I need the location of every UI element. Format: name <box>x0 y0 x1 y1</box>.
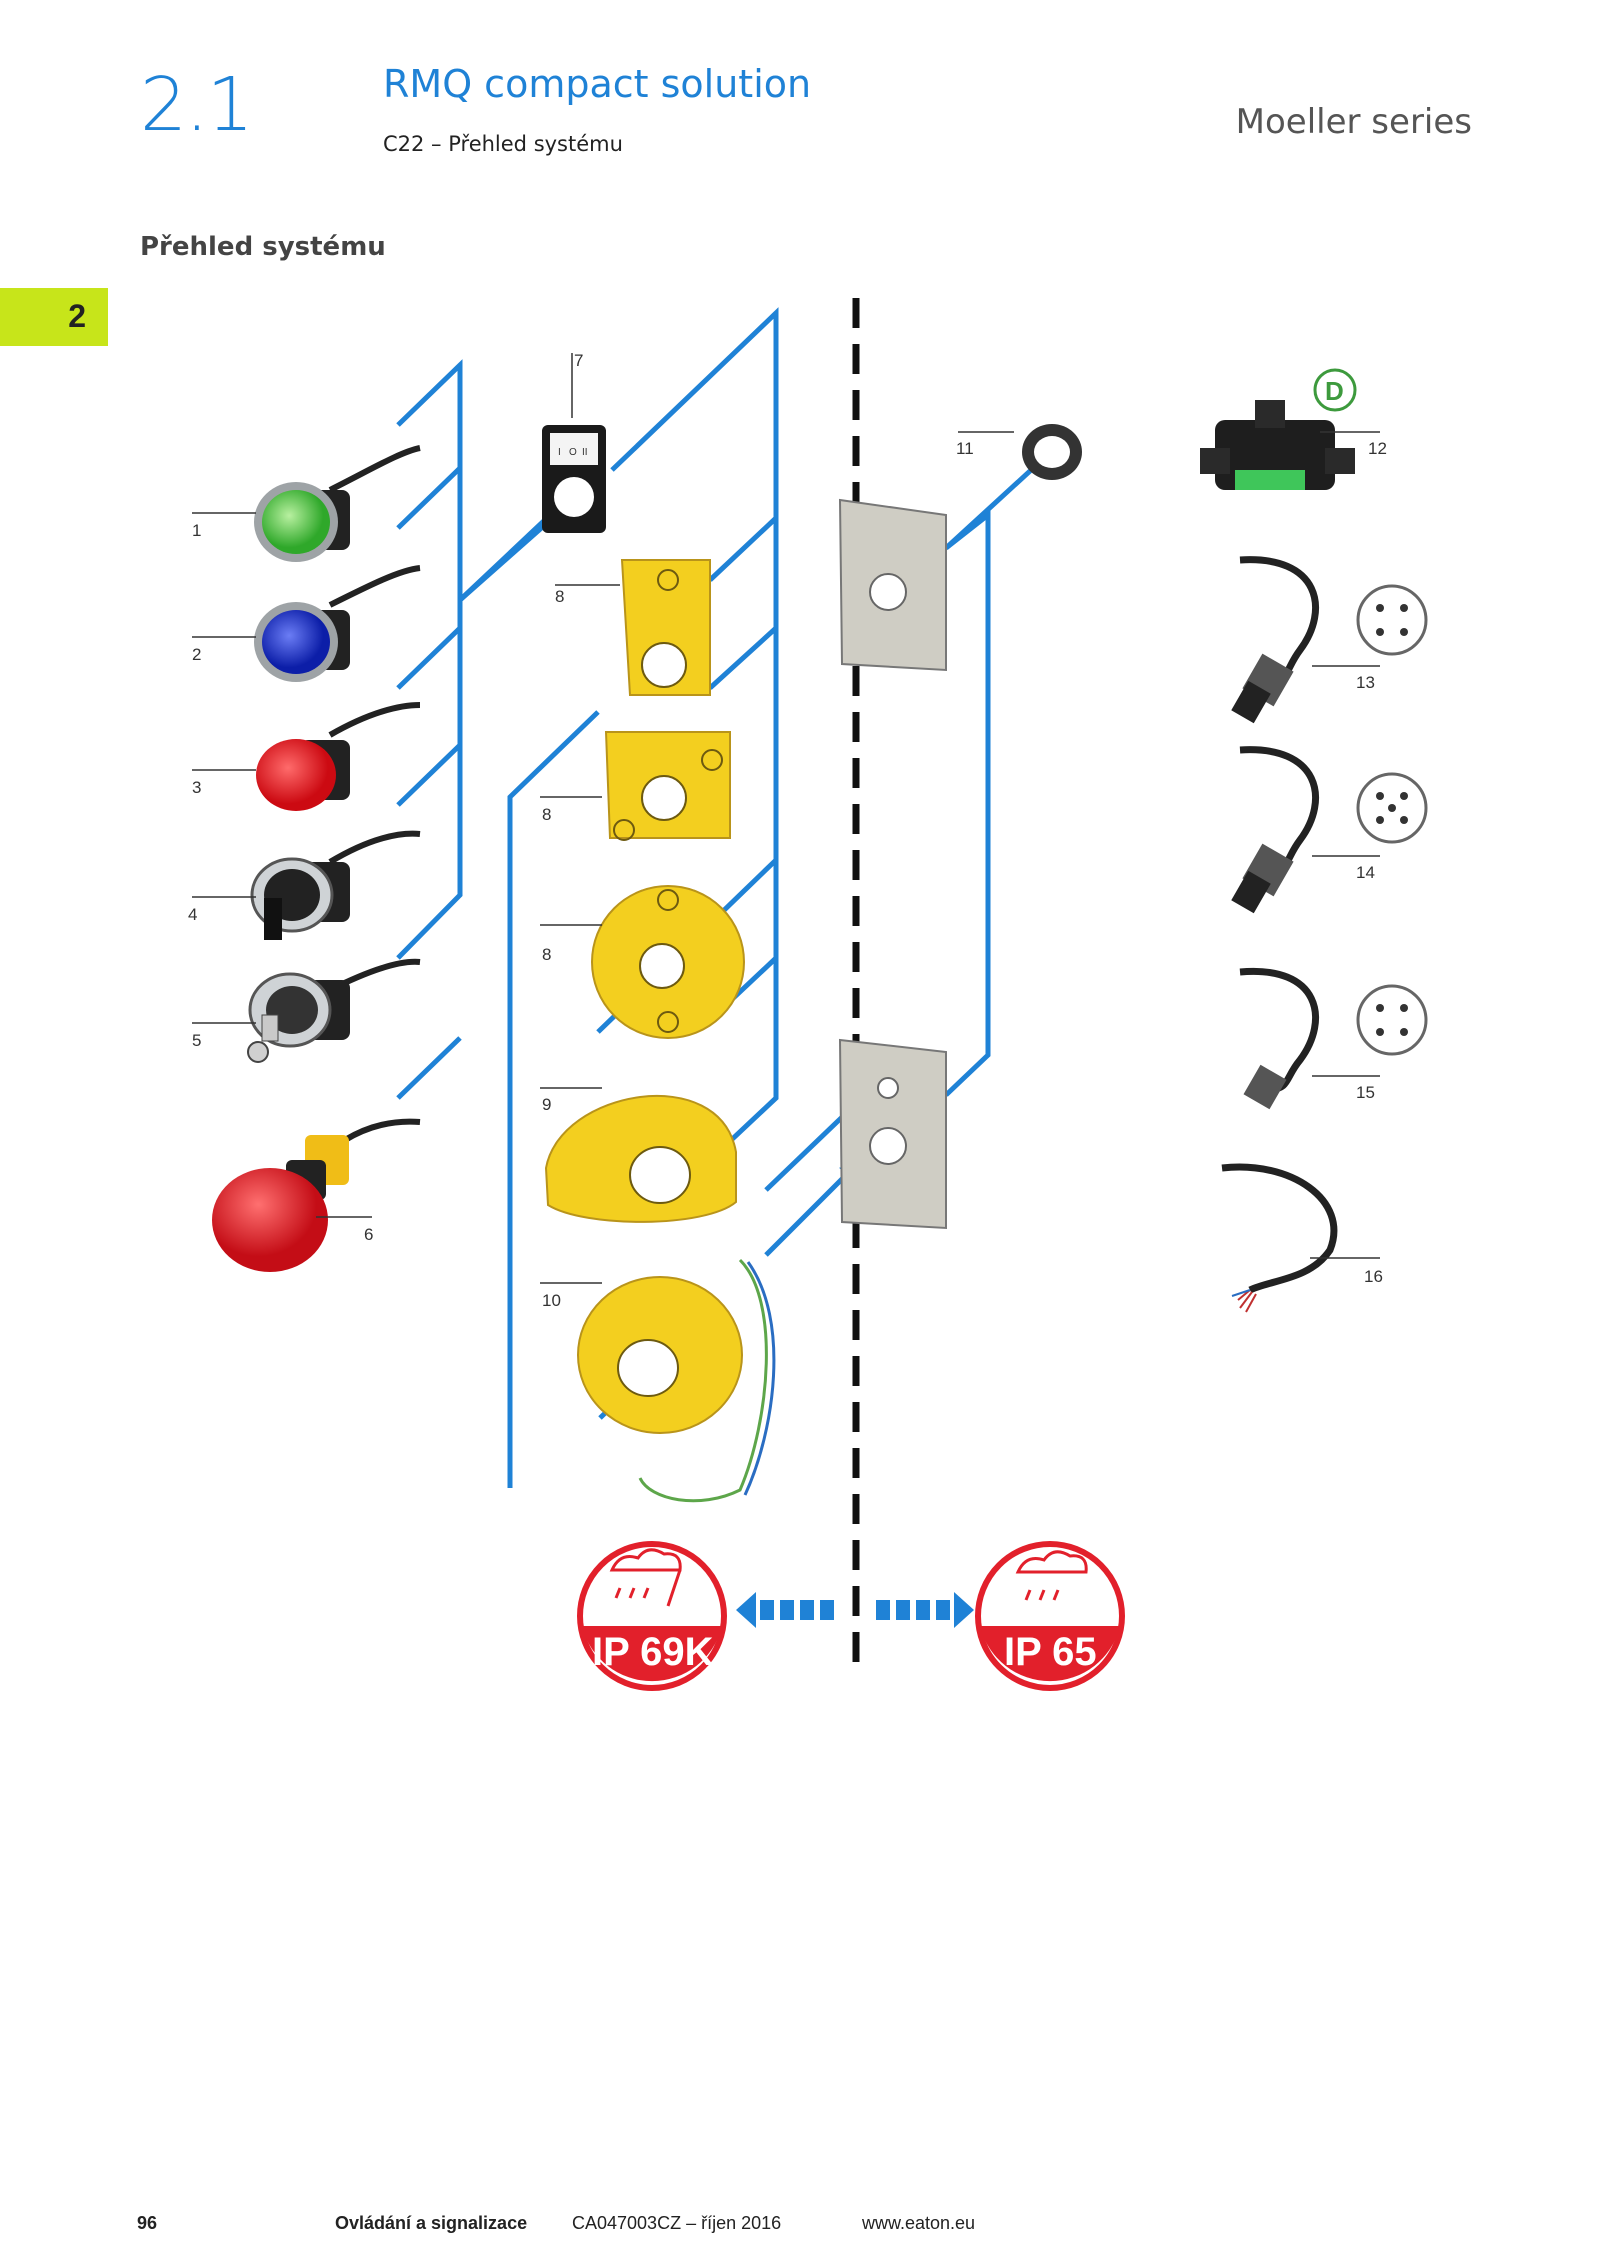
callout-8b: 8 <box>542 805 551 824</box>
protective-collar-icon <box>544 1094 737 1223</box>
locking-ring-icon <box>1022 424 1082 480</box>
ip65-badge: IP 65 <box>975 1541 1125 1691</box>
callout-16: 16 <box>1364 1267 1383 1286</box>
callout-8c: 8 <box>542 945 551 964</box>
chapter-number: 2 <box>68 298 86 334</box>
yellow-plate-icon <box>620 559 711 696</box>
label-mark-2: O <box>569 447 577 458</box>
ip65-text: IP 65 <box>1004 1630 1097 1674</box>
section-title: RMQ compact solution <box>383 62 812 106</box>
m8-connector-icon <box>1239 967 1428 1110</box>
callout-labels: 1 2 3 4 5 6 7 8 8 8 9 10 11 12 13 14 15 … <box>188 351 1387 1310</box>
m12-4pin-connector-icon <box>1231 556 1428 724</box>
callout-15: 15 <box>1356 1083 1375 1102</box>
selector-switch-icon <box>250 830 421 940</box>
label-mark-3: II <box>582 447 588 458</box>
panel-plate-icon <box>838 498 947 1230</box>
callout-12: 12 <box>1368 439 1387 458</box>
callout-1: 1 <box>192 521 201 540</box>
callouts <box>192 353 1380 1284</box>
footer-title: Ovládání a signalizace <box>335 2213 528 2233</box>
label-holder-icon: I O II <box>542 425 606 533</box>
callout-14: 14 <box>1356 863 1375 882</box>
pushbutton-red-icon <box>256 702 421 811</box>
double-arrow <box>736 1592 974 1628</box>
yellow-plate-round-icon <box>591 885 745 1039</box>
rain-icon <box>1015 1550 1088 1601</box>
yellow-plate-square-icon <box>604 731 731 841</box>
key-switch-icon <box>247 958 421 1063</box>
section-number: 2.1 <box>140 62 254 148</box>
rain-icon <box>609 1548 682 1607</box>
callout-3: 3 <box>192 778 201 797</box>
m12-5pin-connector-icon <box>1231 746 1428 914</box>
footer-page-number: 96 <box>137 2213 158 2233</box>
emergency-stop-icon <box>212 1118 421 1272</box>
series-label: Moeller series <box>1235 102 1472 142</box>
callout-13: 13 <box>1356 673 1375 692</box>
callout-9: 9 <box>542 1095 551 1114</box>
ip69k-text: IP 69K <box>592 1630 714 1674</box>
pushbutton-blue-icon <box>254 565 421 682</box>
svg-text:D: D <box>1325 376 1344 406</box>
ip69k-badge: IP 69K <box>577 1541 727 1691</box>
callout-4: 4 <box>188 905 197 924</box>
callout-10: 10 <box>542 1291 561 1310</box>
footer-doc-id: CA047003CZ – říjen 2016 <box>572 2213 782 2233</box>
section-subtitle: C22 – Přehled systému <box>383 132 623 156</box>
page-heading: Přehled systému <box>140 232 386 262</box>
callout-5: 5 <box>192 1031 201 1050</box>
pushbutton-green-icon <box>254 445 421 562</box>
callout-7: 7 <box>574 351 583 370</box>
callout-6: 6 <box>364 1225 373 1244</box>
callout-2: 2 <box>192 645 201 664</box>
open-cable-icon <box>1221 1163 1338 1313</box>
label-mark-1: I <box>558 447 561 458</box>
footer-website: www.eaton.eu <box>862 2213 976 2233</box>
callout-11: 11 <box>956 439 974 458</box>
chapter-tab: 2 <box>0 288 108 346</box>
callout-8a: 8 <box>555 587 564 606</box>
t-connector-icon: D <box>1200 368 1357 490</box>
illuminated-ring-icon <box>577 1258 776 1503</box>
